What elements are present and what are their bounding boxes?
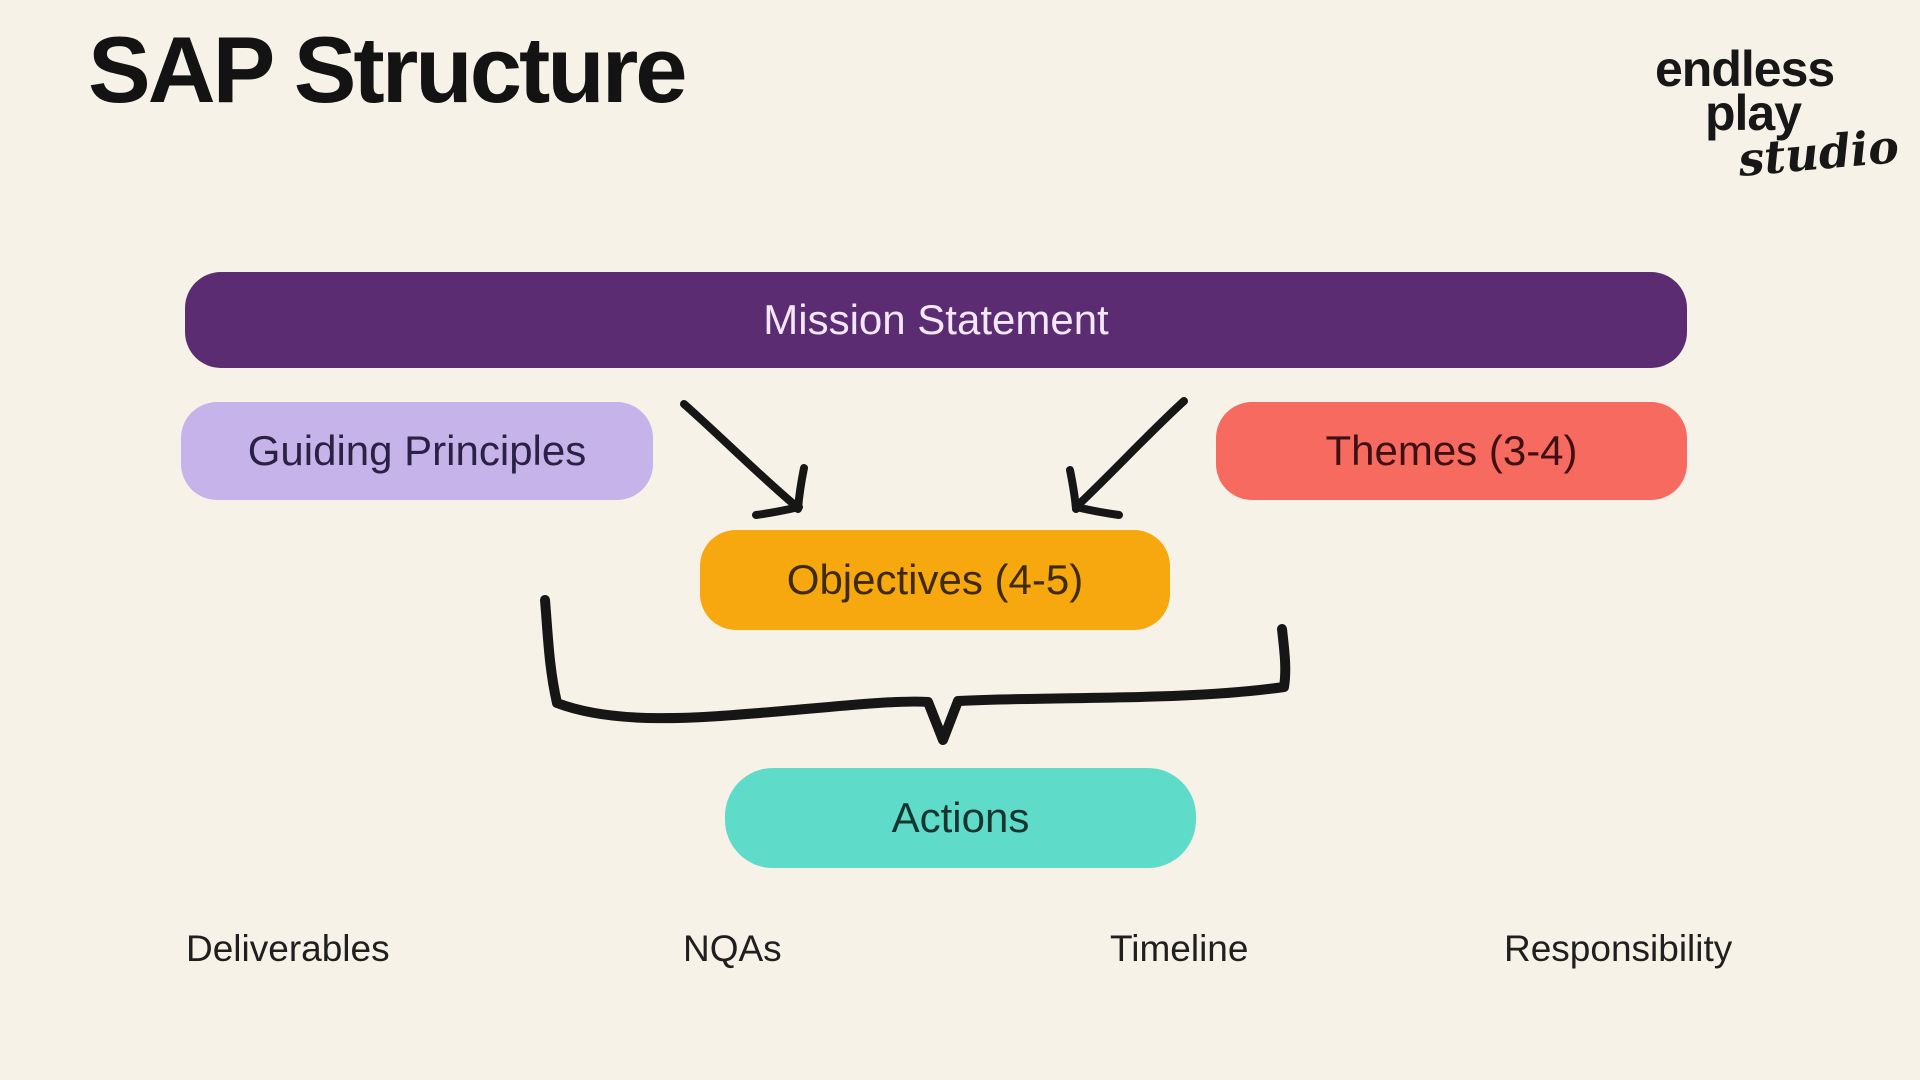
node-label: Objectives (4-5) (786, 556, 1084, 603)
page-title: SAP Structure (88, 17, 688, 122)
footer-label-nqas: NQAs (683, 928, 782, 969)
footer-label-timeline: Timeline (1110, 928, 1249, 969)
logo-word-endless: endless (1655, 41, 1835, 97)
arrow-down-left-icon (1066, 397, 1188, 519)
node-label: Themes (3-4) (1325, 427, 1578, 474)
logo-word-play: play (1705, 85, 1802, 141)
arrow-down-right-icon (680, 400, 808, 519)
node-label: Guiding Principles (247, 427, 587, 474)
footer-label-deliverables: Deliverables (186, 928, 390, 969)
node-actions: Actions (725, 768, 1196, 868)
studio-logo: endless play studio (1630, 38, 1901, 188)
node-label: Actions (891, 794, 1030, 841)
node-guiding-principles: Guiding Principles (181, 402, 653, 500)
node-mission-statement: Mission Statement (185, 272, 1687, 368)
footer-label-responsibility: Responsibility (1504, 928, 1733, 969)
node-objectives: Objectives (4-5) (700, 530, 1170, 630)
node-label: Mission Statement (763, 296, 1109, 343)
node-themes: Themes (3-4) (1216, 402, 1687, 500)
